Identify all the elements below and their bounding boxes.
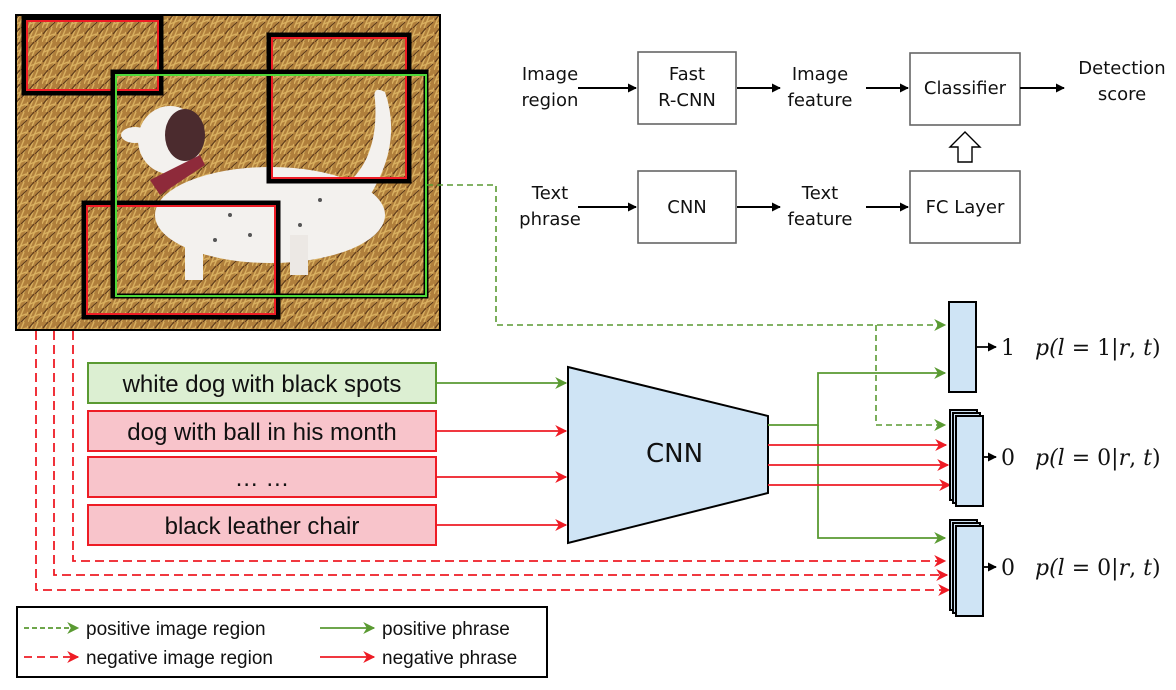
- fast-rcnn-label-1: Fast: [669, 64, 705, 85]
- legend-label: positive image region: [86, 619, 266, 640]
- phrase-box-negative: [87, 504, 437, 546]
- probability-expression: p(l = 0|r, t): [1035, 446, 1161, 471]
- classifier-output-positive: [948, 301, 977, 393]
- classifier-output-stack-2: [949, 519, 984, 617]
- classifier-label: Classifier: [924, 78, 1007, 99]
- fc-layer-block: [909, 170, 1021, 244]
- text-phrase-label-2: phrase: [519, 209, 581, 230]
- phrase-box-negative: [87, 410, 437, 452]
- legend-label: positive phrase: [382, 619, 510, 640]
- positive-region-connector-2: [875, 325, 947, 431]
- region-box-negative-1: [21, 15, 164, 96]
- legend-label: negative phrase: [382, 648, 517, 669]
- pipeline-row-text: Text phrase CNN Text feature FC Layer: [519, 170, 1021, 244]
- text-feature-label-2: feature: [788, 209, 853, 230]
- text-feature-label-1: Text: [801, 183, 838, 204]
- output-label: 1: [1001, 336, 1015, 361]
- positive-phrase-output-2: [817, 425, 947, 544]
- legend: positive image region positive phrase ne…: [16, 606, 548, 678]
- negative-region-connector-2: [53, 331, 949, 581]
- text-cnn-label: CNN: [646, 439, 703, 469]
- up-arrow-icon: [948, 131, 982, 163]
- detection-score-label-2: score: [1098, 84, 1146, 105]
- classifier-output-stack-1: [949, 409, 984, 507]
- positive-phrase-output: [768, 367, 947, 426]
- pipeline-row-image: Image region Fast R-CNN Image feature Cl…: [522, 51, 1166, 126]
- text-cnn-trapezoid: [567, 365, 769, 545]
- negative-region-connector-1: [72, 331, 947, 567]
- dog-illustration: [121, 89, 392, 280]
- text-phrase-label-1: Text: [531, 183, 568, 204]
- phrase-text: … …: [235, 465, 290, 492]
- photo: [15, 14, 441, 331]
- fast-rcnn-label-2: R-CNN: [658, 90, 716, 111]
- phrase-text: dog with ball in his month: [127, 419, 396, 446]
- probability-expression: p(l = 1|r, t): [1035, 336, 1161, 361]
- region-box-negative-2: [266, 32, 412, 184]
- phrase-box-positive: [87, 362, 437, 404]
- legend-box: [16, 606, 548, 678]
- image-feature-label-1: Image: [792, 64, 848, 85]
- classifier-block: [909, 52, 1021, 126]
- fc-layer-label: FC Layer: [926, 197, 1005, 218]
- output-label: 0: [1001, 446, 1015, 471]
- image-region-label-1: Image: [522, 64, 578, 85]
- phrase-list: white dog with black spots dog with ball…: [87, 362, 437, 546]
- legend-label: negative image region: [86, 648, 273, 669]
- region-box-positive: [110, 69, 429, 299]
- fast-rcnn-block: [637, 51, 737, 125]
- output-label: 0: [1001, 556, 1015, 581]
- image-feature-label-2: feature: [788, 90, 853, 111]
- cnn-block-label: CNN: [667, 197, 707, 218]
- phrase-text: black leather chair: [165, 513, 360, 540]
- cnn-block: [637, 170, 737, 244]
- region-box-negative-3: [81, 200, 281, 320]
- detection-score-label-1: Detection: [1078, 58, 1165, 79]
- negative-region-connector-3: [35, 331, 951, 596]
- positive-region-connector: [427, 184, 947, 331]
- probability-expression: p(l = 0|r, t): [1035, 556, 1161, 581]
- image-region-label-2: region: [522, 90, 579, 111]
- phrase-text: white dog with black spots: [122, 371, 402, 398]
